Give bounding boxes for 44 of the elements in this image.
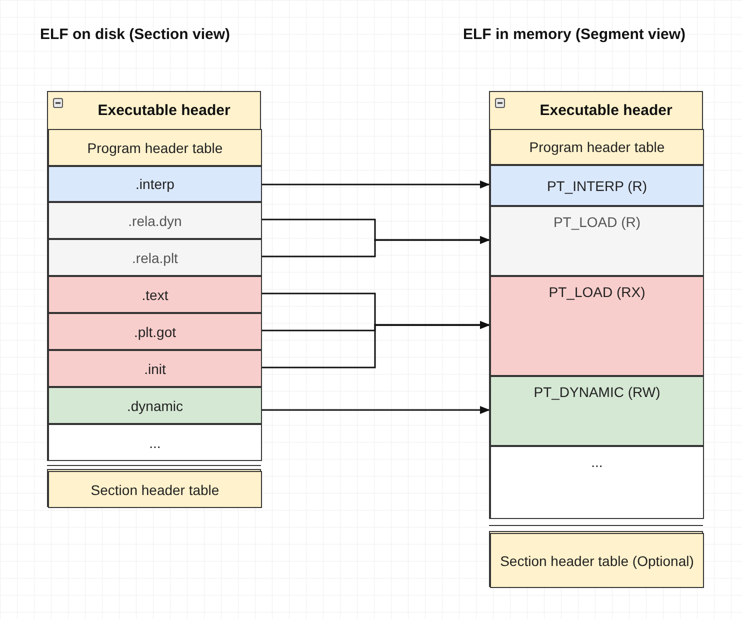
section-label: .plt.got (134, 322, 176, 340)
section-row (48, 350, 262, 387)
view-title: ELF in memory (Segment view) (463, 25, 686, 45)
container-box (489, 91, 703, 587)
section-row (48, 276, 262, 313)
arrow (260, 404, 490, 414)
section-row (48, 166, 262, 202)
container-box (47, 91, 261, 507)
section-label: PT_INTERP (R) (546, 176, 648, 194)
header-text: Executable header (96, 101, 232, 121)
section-row (490, 129, 704, 165)
section-label: Section header table (90, 480, 220, 498)
section-row (490, 206, 704, 276)
section-label: .init (144, 360, 166, 378)
section-label: Program header table (529, 138, 665, 156)
section-row (48, 202, 262, 239)
section-row (48, 471, 262, 508)
section-label: .rela.dyn (128, 212, 182, 230)
section-row (490, 533, 704, 588)
section-label: Program header table (87, 138, 223, 156)
section-label: .interp (136, 175, 174, 193)
section-label: .rela.plt (132, 248, 178, 266)
section-row (490, 165, 704, 206)
section-row (490, 446, 704, 519)
arrow (260, 180, 490, 188)
section-label: .dynamic (126, 396, 184, 414)
arrow (261, 236, 490, 258)
section-label: ... (591, 453, 603, 471)
section-label: PT_LOAD (RX) (548, 283, 646, 301)
section-row (48, 387, 262, 424)
section-row (48, 424, 262, 461)
section-row (48, 129, 262, 166)
section-label: .text (142, 286, 168, 304)
section-label: ... (149, 434, 161, 452)
section-row (48, 313, 262, 350)
arrow (261, 321, 490, 368)
section-label: PT_DYNAMIC (RW) (534, 383, 660, 401)
section-row (48, 239, 262, 276)
header-text: Executable header (538, 101, 674, 121)
section-row (490, 276, 704, 376)
view-title: ELF on disk (Section view) (40, 25, 230, 45)
section-label: Section header table (Optional) (500, 552, 694, 570)
section-row (490, 376, 704, 446)
section-label: PT_LOAD (R) (553, 213, 641, 231)
